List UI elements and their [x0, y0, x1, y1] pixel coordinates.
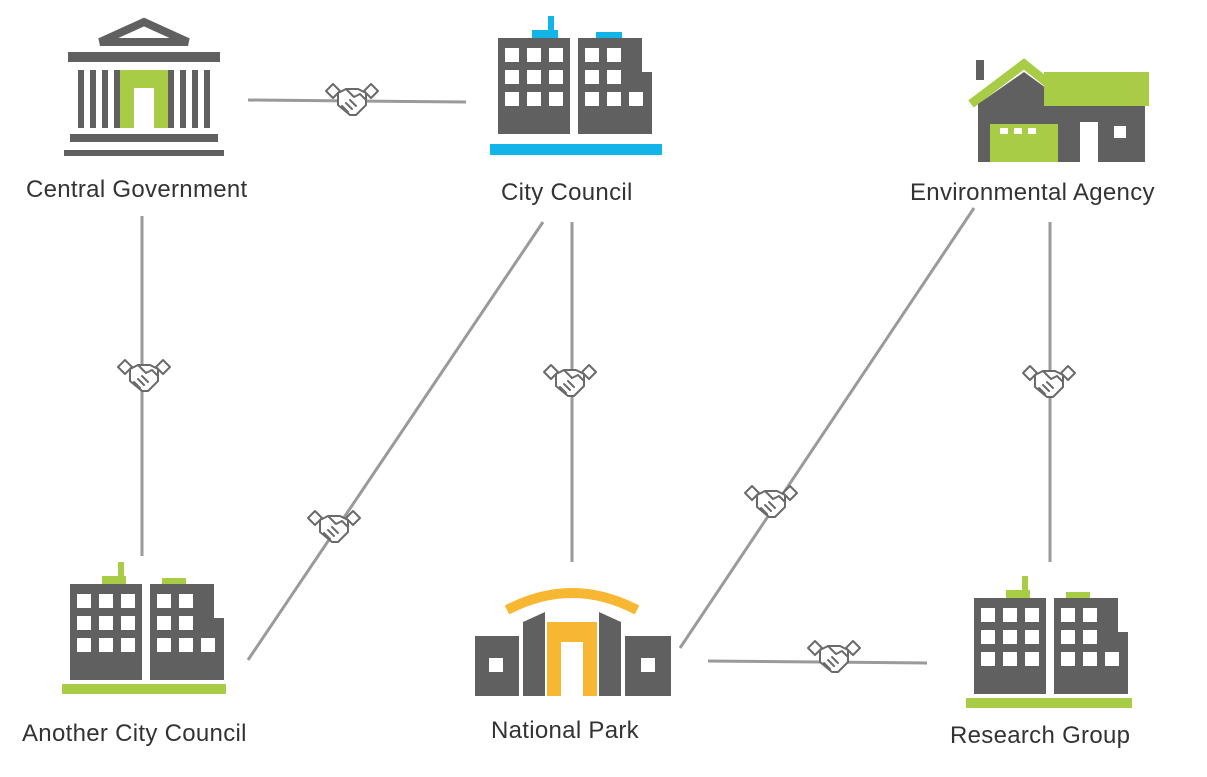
- house-icon: [968, 58, 1149, 162]
- office-building-icon: [966, 576, 1132, 708]
- office-building-icon: [62, 562, 226, 694]
- label-another-city-council: Another City Council: [22, 720, 247, 747]
- handshake-icon: [744, 485, 798, 518]
- handshake-icon: [807, 640, 861, 673]
- connector-environmental-agency-to-national-park: [678, 207, 976, 649]
- park-entrance-icon: [475, 588, 671, 696]
- government-building-icon: [64, 17, 224, 156]
- office-building-icon: [490, 16, 662, 155]
- label-city-council: City Council: [501, 179, 633, 206]
- connector-national-park-to-research-group: [707, 659, 928, 665]
- label-research-group: Research Group: [950, 722, 1131, 749]
- handshake-icon: [1022, 365, 1076, 398]
- handshake-icon: [117, 359, 171, 392]
- handshake-icon: [307, 510, 361, 543]
- connector-city-council-to-another-city-council: [246, 221, 545, 661]
- label-environmental-agency: Environmental Agency: [910, 179, 1155, 206]
- label-central-government: Central Government: [26, 176, 248, 203]
- label-national-park: National Park: [491, 717, 639, 744]
- handshake-icon: [543, 364, 597, 397]
- handshake-layer: [117, 83, 1076, 673]
